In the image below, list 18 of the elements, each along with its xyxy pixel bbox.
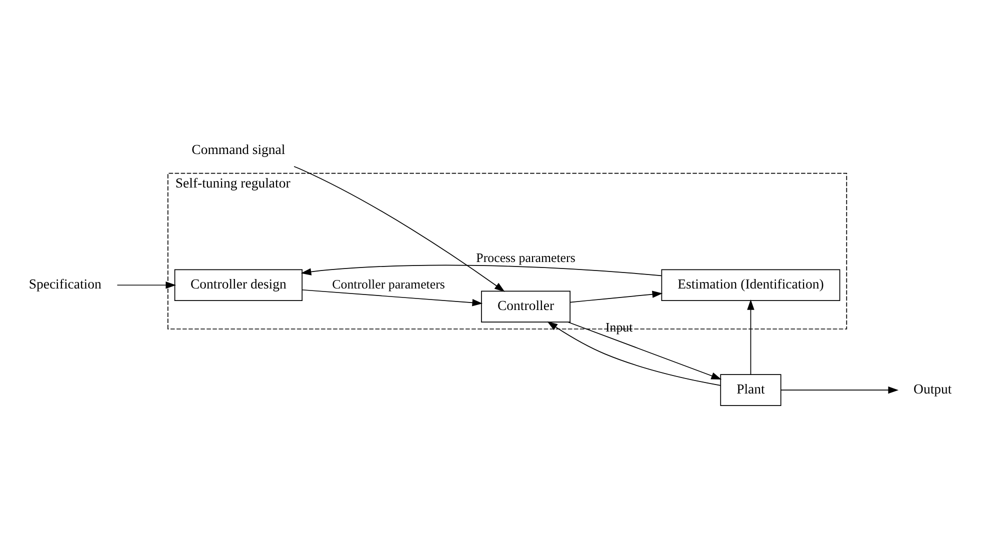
- arrow: [116, 282, 176, 289]
- node-text: Specification: [28, 276, 102, 292]
- arrow: [568, 322, 722, 380]
- node-text: Command signal: [192, 142, 286, 158]
- arrow: [747, 300, 754, 375]
- arrow: [294, 166, 505, 292]
- node-box: Controller: [481, 290, 570, 323]
- arrow: [547, 321, 721, 386]
- arrow: [300, 264, 662, 276]
- arrow: [302, 289, 483, 306]
- node-box: Controller design: [174, 269, 303, 302]
- arrow: [780, 386, 899, 394]
- node-box: Estimation (Identification): [661, 269, 840, 302]
- node-text: Output: [914, 381, 952, 396]
- edge-label: Process parameters: [476, 250, 576, 265]
- node-box: Plant: [720, 374, 782, 406]
- edge-label: Controller parameters: [332, 278, 445, 292]
- arrow: [570, 290, 663, 303]
